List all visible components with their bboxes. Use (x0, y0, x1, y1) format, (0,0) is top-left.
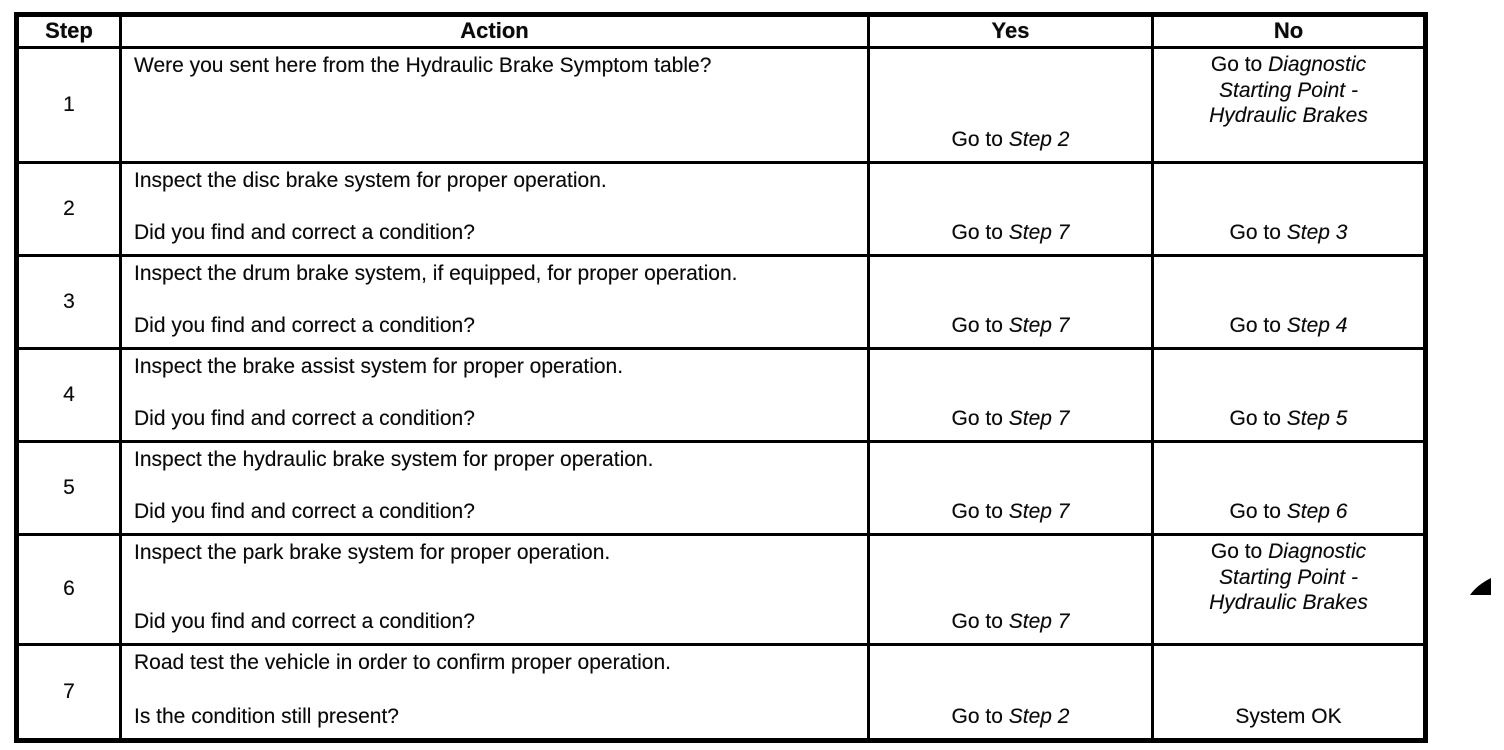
action-question: Is the condition still present? (134, 704, 399, 728)
step-number: 5 (15, 440, 122, 536)
table-row: 5 Inspect the hydraulic brake system for… (15, 440, 1427, 536)
no-decision: System OK (1235, 705, 1342, 729)
action-cell: Inspect the disc brake system for proper… (119, 161, 870, 257)
no-cell: Go to Diagnostic Starting Point - Hydrau… (1151, 46, 1427, 164)
column-header-action: Action (119, 13, 870, 49)
table-row: 2 Inspect the disc brake system for prop… (15, 161, 1427, 257)
no-cell: System OK (1151, 643, 1427, 742)
table-row: 6 Inspect the park brake system for prop… (15, 533, 1427, 646)
step-number: 7 (15, 643, 122, 742)
action-instruction: Inspect the drum brake system, if equipp… (134, 262, 738, 285)
step-number: 3 (15, 254, 122, 350)
step-number: 6 (15, 533, 122, 646)
yes-decision: Go to Step 2 (951, 127, 1070, 151)
action-question: Did you find and correct a condition? (134, 313, 475, 337)
brake-diagnosis-table: Step Action Yes No 1 Were you sent here … (14, 12, 1428, 743)
yes-cell: Go to Step 2 (867, 46, 1154, 164)
action-instruction: Road test the vehicle in order to confir… (134, 651, 671, 674)
no-cell: Go to Diagnostic Starting Point - Hydrau… (1151, 533, 1427, 646)
action-instruction: Inspect the brake assist system for prop… (134, 355, 624, 378)
no-cell: Go to Step 5 (1151, 347, 1427, 443)
action-question: Did you find and correct a condition? (134, 609, 475, 633)
scan-artifact-mark (1470, 578, 1491, 595)
column-header-step: Step (15, 13, 122, 49)
yes-decision: Go to Step 7 (951, 499, 1070, 523)
no-decision: Go to Step 5 (1229, 407, 1348, 431)
no-decision: Go to Step 6 (1229, 500, 1348, 524)
action-instruction: Inspect the park brake system for proper… (134, 541, 611, 564)
no-cell: Go to Step 6 (1151, 440, 1427, 536)
yes-cell: Go to Step 7 (867, 533, 1154, 646)
yes-cell: Go to Step 2 (867, 643, 1154, 742)
action-instruction: Inspect the hydraulic brake system for p… (134, 448, 654, 471)
table-row: 7 Road test the vehicle in order to conf… (15, 643, 1427, 742)
no-cell: Go to Step 3 (1151, 161, 1427, 257)
no-decision: Go to Step 3 (1229, 221, 1348, 245)
yes-cell: Go to Step 7 (867, 161, 1154, 257)
yes-decision: Go to Step 7 (951, 220, 1070, 244)
column-header-yes: Yes (867, 13, 1154, 49)
table-row: 3 Inspect the drum brake system, if equi… (15, 254, 1427, 350)
yes-cell: Go to Step 7 (867, 254, 1154, 350)
action-cell: Were you sent here from the Hydraulic Br… (119, 46, 870, 164)
action-cell: Road test the vehicle in order to confir… (119, 643, 870, 742)
step-number: 2 (15, 161, 122, 257)
no-decision: Go to Diagnostic Starting Point - Hydrau… (1209, 53, 1368, 128)
action-cell: Inspect the hydraulic brake system for p… (119, 440, 870, 536)
action-question: Did you find and correct a condition? (134, 220, 475, 244)
action-cell: Inspect the park brake system for proper… (119, 533, 870, 646)
step-number: 4 (15, 347, 122, 443)
column-header-no: No (1151, 13, 1427, 49)
no-cell: Go to Step 4 (1151, 254, 1427, 350)
table-header-row: Step Action Yes No (15, 13, 1427, 49)
action-question: Did you find and correct a condition? (134, 499, 475, 523)
no-decision: Go to Diagnostic Starting Point - Hydrau… (1209, 540, 1368, 615)
action-cell: Inspect the drum brake system, if equipp… (119, 254, 870, 350)
yes-cell: Go to Step 7 (867, 347, 1154, 443)
yes-decision: Go to Step 7 (951, 406, 1070, 430)
step-number: 1 (15, 46, 122, 164)
table-row: 1 Were you sent here from the Hydraulic … (15, 46, 1427, 164)
yes-cell: Go to Step 7 (867, 440, 1154, 536)
action-instruction: Inspect the disc brake system for proper… (134, 169, 607, 192)
action-instruction: Were you sent here from the Hydraulic Br… (134, 54, 712, 77)
no-decision: Go to Step 4 (1229, 314, 1348, 338)
yes-decision: Go to Step 2 (951, 704, 1070, 728)
table-row: 4 Inspect the brake assist system for pr… (15, 347, 1427, 443)
yes-decision: Go to Step 7 (951, 609, 1070, 633)
action-question: Did you find and correct a condition? (134, 406, 475, 430)
action-cell: Inspect the brake assist system for prop… (119, 347, 870, 443)
yes-decision: Go to Step 7 (951, 313, 1070, 337)
